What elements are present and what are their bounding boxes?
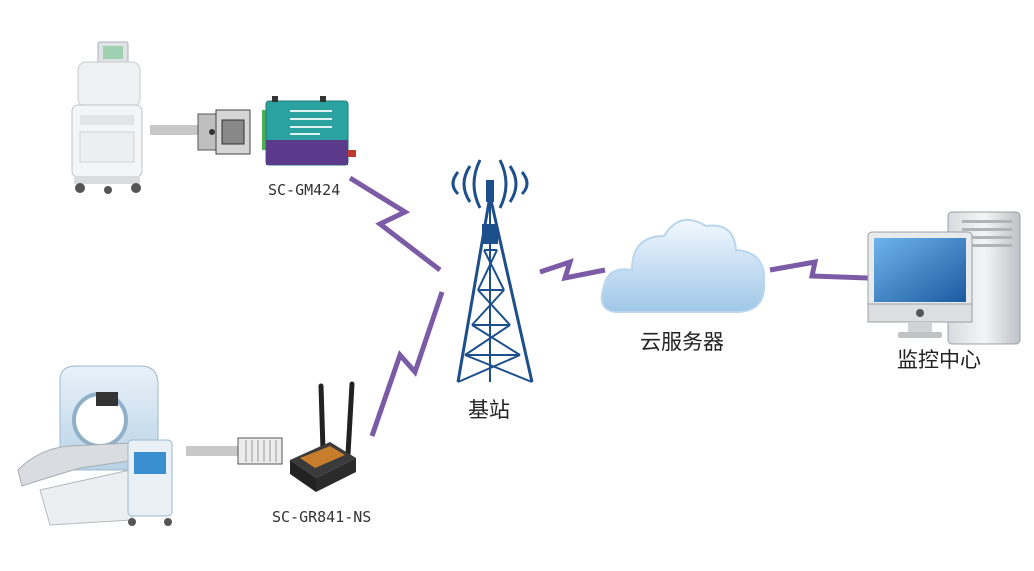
link-tower-cloud xyxy=(539,258,606,282)
cloud-icon xyxy=(600,218,766,313)
sc-gm424-device xyxy=(262,96,356,166)
db9-serial-connector-icon xyxy=(197,109,251,155)
desktop-computer-icon xyxy=(867,211,1021,345)
link-cloud-monitor xyxy=(769,258,869,281)
link-router-tower xyxy=(369,291,445,437)
cell-tower-icon xyxy=(451,159,534,383)
serial-cable xyxy=(150,125,202,135)
sc-gr841-ns-router xyxy=(290,381,356,492)
rj45-connector-icon xyxy=(237,437,283,465)
ethernet-cable xyxy=(186,446,242,456)
wireless-links xyxy=(348,175,869,437)
ct-scanner-icon xyxy=(17,365,173,526)
cloud-server-label: 云服务器 xyxy=(640,330,724,354)
base-station-label: 基站 xyxy=(468,398,510,422)
device-label-sc-gm424: SC-GM424 xyxy=(268,181,341,199)
monitoring-center-label: 监控中心 xyxy=(897,348,981,372)
device-label-sc-gr841-ns: SC-GR841-NS xyxy=(272,508,372,526)
link-gm424-tower xyxy=(348,175,442,272)
ultrasound-machine-icon xyxy=(71,41,143,194)
